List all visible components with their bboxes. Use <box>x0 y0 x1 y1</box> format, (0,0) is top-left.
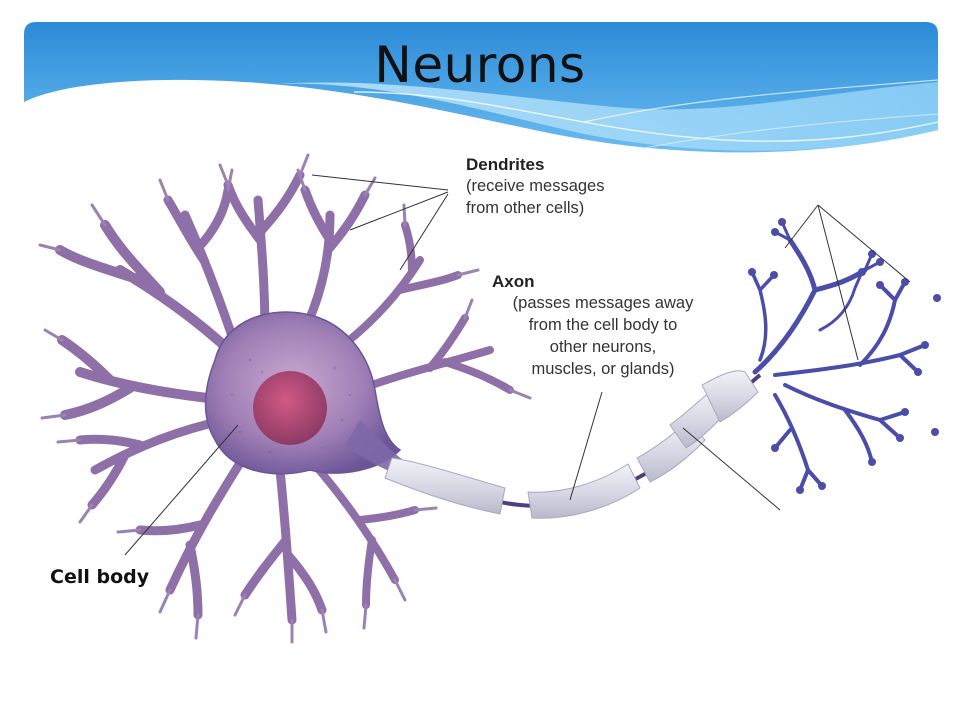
axon-desc-line-1: (passes messages away <box>512 294 694 312</box>
axon-desc-line-2: from the cell body to <box>528 316 678 334</box>
dendrites-desc-line-1: (receive messages <box>466 177 605 195</box>
terminal-buttons <box>748 218 941 494</box>
cell-body-label: Cell body <box>50 566 150 588</box>
header-banner <box>24 22 938 153</box>
leader-lines <box>124 174 911 556</box>
axon-label: Axon (passes messages away from the cell… <box>490 272 716 380</box>
axon-heading: Axon <box>492 272 535 291</box>
dendrite-tips <box>38 153 532 644</box>
dendrites <box>55 170 514 625</box>
axon-desc-line-4: muscles, or glands) <box>531 360 675 378</box>
dendrites-desc-line-2: from other cells) <box>466 199 585 217</box>
myelin-sheath <box>384 370 759 519</box>
dendrites-label: Dendrites (receive messages from other c… <box>466 155 604 219</box>
dendrites-heading: Dendrites <box>466 155 545 174</box>
nucleus <box>253 371 327 445</box>
slide-title: Neurons <box>374 36 586 94</box>
axon-desc-line-3: other neurons, <box>549 338 657 356</box>
